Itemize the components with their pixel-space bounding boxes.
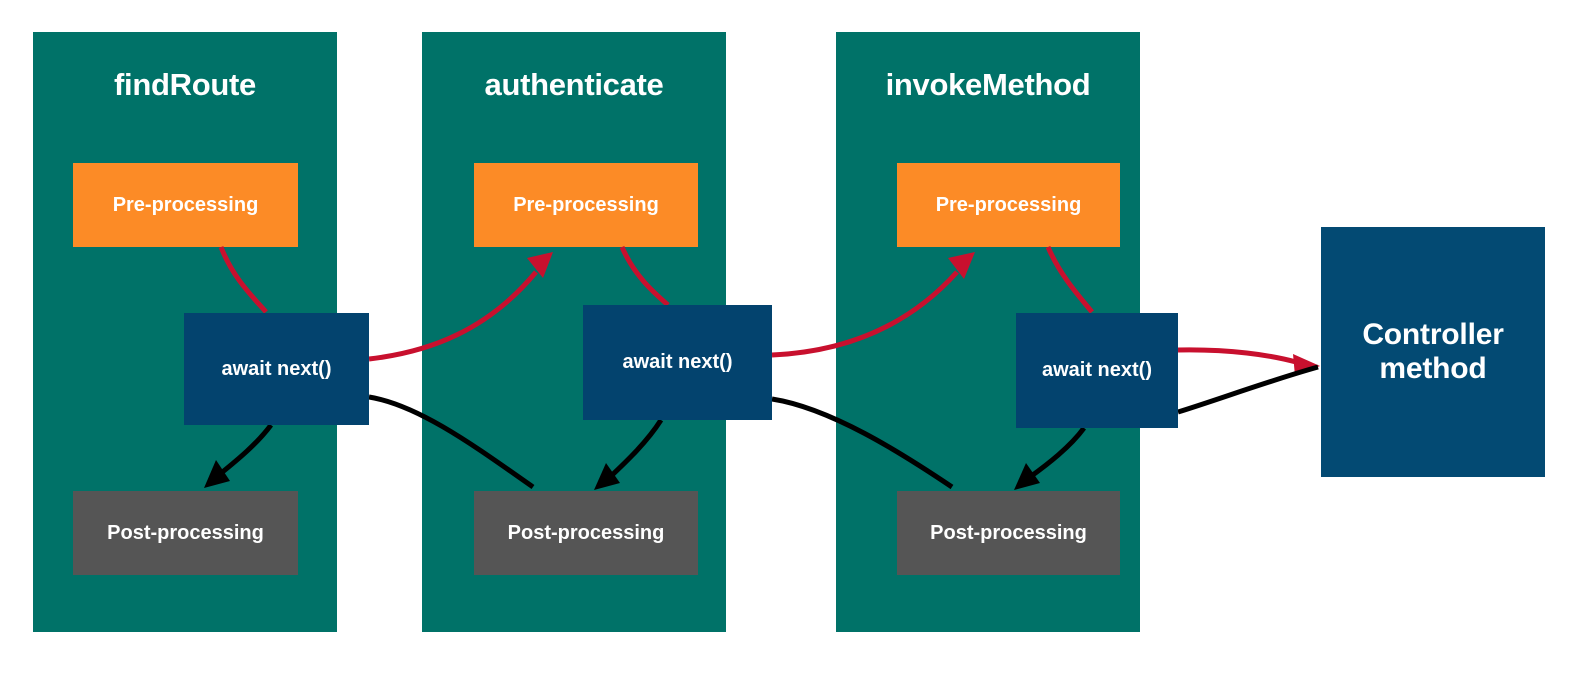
controller-method-line-1: Controller xyxy=(1362,317,1504,351)
controller-method-box[interactable]: Controller method xyxy=(1321,227,1545,477)
arrow-await3-to-controller xyxy=(1177,347,1297,365)
arrow-controller-to-await3 xyxy=(1177,364,1319,415)
post-processing-box-invoke-method[interactable]: Post-processing xyxy=(897,491,1120,575)
post-processing-box-authenticate[interactable]: Post-processing xyxy=(474,491,698,575)
post-processing-box-find-route[interactable]: Post-processing xyxy=(73,491,298,575)
await-next-box-invoke-method[interactable]: await next() xyxy=(1016,313,1178,428)
await-next-box-find-route[interactable]: await next() xyxy=(184,313,369,425)
arrowhead-await3-to-controller xyxy=(1293,354,1320,376)
pre-processing-box-invoke-method[interactable]: Pre-processing xyxy=(897,163,1120,247)
panel-title-find-route: findRoute xyxy=(114,67,256,102)
panel-title-invoke-method: invokeMethod xyxy=(885,67,1091,102)
await-next-box-authenticate[interactable]: await next() xyxy=(583,305,772,420)
pre-processing-box-find-route[interactable]: Pre-processing xyxy=(73,163,298,247)
controller-method-line-2: method xyxy=(1379,352,1487,385)
pre-processing-box-authenticate[interactable]: Pre-processing xyxy=(474,163,698,247)
panel-title-authenticate: authenticate xyxy=(484,67,664,102)
